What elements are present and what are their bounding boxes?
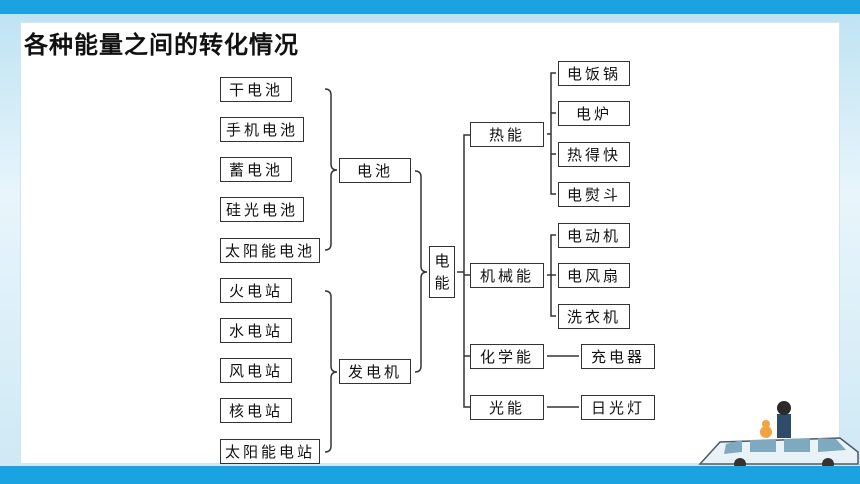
item-electric-stove: 电炉: [558, 101, 630, 126]
bracket-mechanical: [547, 234, 556, 317]
brace-center: [414, 170, 428, 373]
item-washing-machine: 洗衣机: [558, 304, 630, 329]
cat-icon: [760, 426, 772, 438]
content-panel: [20, 22, 840, 464]
source-box-hydro-plant: 水电站: [220, 318, 292, 343]
source-box-solar-plant: 太阳能电站: [220, 439, 320, 464]
center-char-2: 能: [434, 274, 450, 292]
car-illustration: [698, 401, 859, 466]
node-generator: 发电机: [339, 359, 411, 384]
item-electric-iron: 电熨斗: [558, 182, 630, 207]
source-box-nuclear-plant: 核电站: [220, 398, 292, 423]
center-char-1: 电: [434, 252, 450, 270]
node-light-energy: 光能: [470, 395, 544, 420]
source-box-wind-plant: 风电站: [220, 358, 292, 383]
node-battery: 电池: [339, 158, 411, 183]
page-title: 各种能量之间的转化情况: [24, 31, 299, 59]
node-electric-energy: 电 能: [429, 246, 455, 298]
bottom-accent-bar: [0, 466, 860, 484]
item-immersion-heater: 热得快: [558, 142, 630, 167]
item-rice-cooker: 电饭锅: [558, 61, 630, 86]
item-fluorescent-lamp: 日光灯: [581, 395, 655, 420]
child-figure: [777, 414, 791, 438]
source-box-dry-cell: 干电池: [220, 77, 292, 102]
top-accent-bar: [0, 0, 860, 14]
source-box-silicon-cell: 硅光电池: [220, 197, 304, 222]
brace-battery: [324, 88, 338, 251]
bracket-heat: [547, 72, 556, 195]
bracket-targets: [457, 134, 470, 408]
brace-generator: [324, 290, 338, 453]
node-mechanical-energy: 机械能: [470, 263, 544, 288]
node-heat-energy: 热能: [470, 122, 544, 147]
source-box-phone-battery: 手机电池: [220, 117, 304, 142]
source-box-solar-cell: 太阳能电池: [220, 238, 320, 263]
source-box-thermal-plant: 火电站: [220, 278, 292, 303]
node-chemical-energy: 化学能: [470, 344, 544, 369]
item-electric-motor: 电动机: [558, 223, 630, 248]
source-box-storage-battery: 蓄电池: [220, 157, 292, 182]
item-electric-fan: 电风扇: [558, 263, 630, 288]
item-charger: 充电器: [581, 344, 655, 369]
